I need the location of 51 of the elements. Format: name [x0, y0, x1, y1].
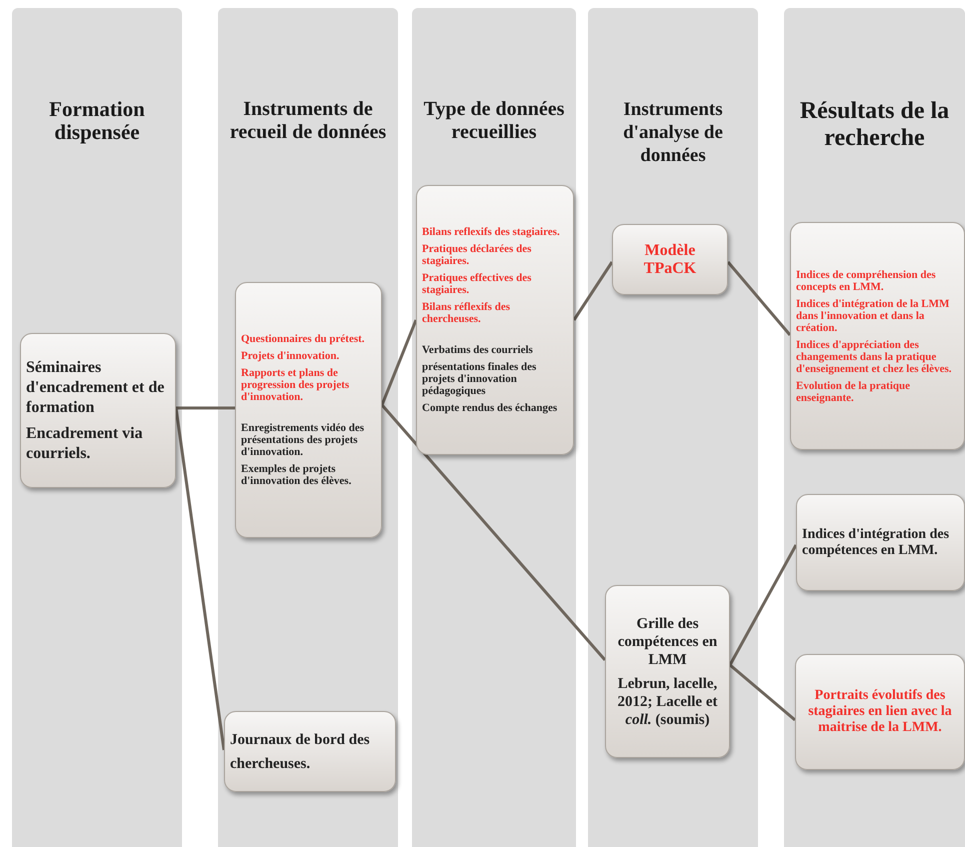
connector-line: [380, 404, 606, 661]
box-text: Portraits évolutifs des stagiaires en lien avec la maitrise de la LMM.: [807, 688, 953, 736]
text-box: [790, 222, 965, 450]
box-text: présentations finales des projets d'innovation pédagogiques: [422, 361, 538, 397]
box-text: Journaux de bord des chercheuses.: [230, 730, 371, 774]
connector-line: [572, 261, 614, 321]
box-text: Exemples de projets d'innovation des élèves.: [241, 463, 352, 487]
column-band: [412, 8, 576, 847]
box-text: Evolution de la pratique enseignante.: [796, 380, 911, 404]
column-heading: Instruments de recueil de données: [228, 98, 388, 144]
box-text: Bilans reflexifs des stagiaires.: [422, 226, 561, 238]
box-text: Rapports et plans de progression des projets d'innovation.: [241, 367, 350, 403]
box-text: Indices de compréhension des concepts en LMM.: [796, 268, 937, 292]
column-heading: Instruments d'analyse de données: [622, 98, 724, 167]
box-text: Modèle TPaCK: [642, 242, 698, 278]
column-band: [218, 8, 398, 847]
text-box: [224, 711, 396, 792]
text-box: [612, 224, 728, 295]
column-heading: Type de données recueillies: [422, 98, 566, 144]
box-text: Enregistrements vidéo des présentations des projets d'innovation.: [241, 422, 366, 458]
connector-line: [174, 408, 226, 750]
column-band: [784, 8, 965, 847]
box-text: Pratiques déclarées des stagiaires.: [422, 243, 532, 267]
box-text: Indices d'appréciation des changements dans la pratique d'enseignement et chez les élèves.: [796, 338, 952, 374]
box-text: Compte rendus des échanges: [422, 402, 558, 414]
column-band: [588, 8, 758, 847]
column-heading: Résultats de la recherche: [798, 98, 950, 152]
connector-line: [380, 319, 418, 406]
text-box: [795, 654, 965, 770]
text-box: [416, 185, 574, 455]
text-box: [796, 494, 965, 591]
box-text: Encadrement via courriels.: [26, 424, 144, 464]
box-text: Grille des compétences en LMM: [616, 614, 718, 668]
box-text: Projets d'innovation.: [241, 350, 340, 362]
connector-line: [726, 261, 792, 336]
text-box: [605, 585, 730, 758]
box-text: Pratiques effectives des stagiaires.: [422, 272, 532, 296]
column-band: [12, 8, 182, 847]
box-text: Questionnaires du prétest.: [241, 333, 366, 345]
text-box: [235, 282, 382, 538]
box-text: Indices d'intégration de la LMM dans l'innovation et dans la création.: [796, 298, 950, 334]
connector-line: [728, 544, 798, 666]
connector-line: [729, 664, 796, 722]
box-text: Séminaires d'encadrement et de formation: [26, 358, 166, 418]
box-text: Lebrun, lacelle, 2012; Lacelle et coll. (soumis): [616, 674, 718, 728]
column-heading: Formation dispensée: [48, 98, 146, 144]
box-text: Bilans réflexifs des chercheuses.: [422, 301, 511, 325]
text-box: [20, 333, 176, 488]
box-text: Indices d'intégration des compétences en LMM.: [802, 526, 950, 558]
connector-line: [176, 406, 235, 410]
box-text: Verbatims des courriels: [422, 344, 534, 356]
